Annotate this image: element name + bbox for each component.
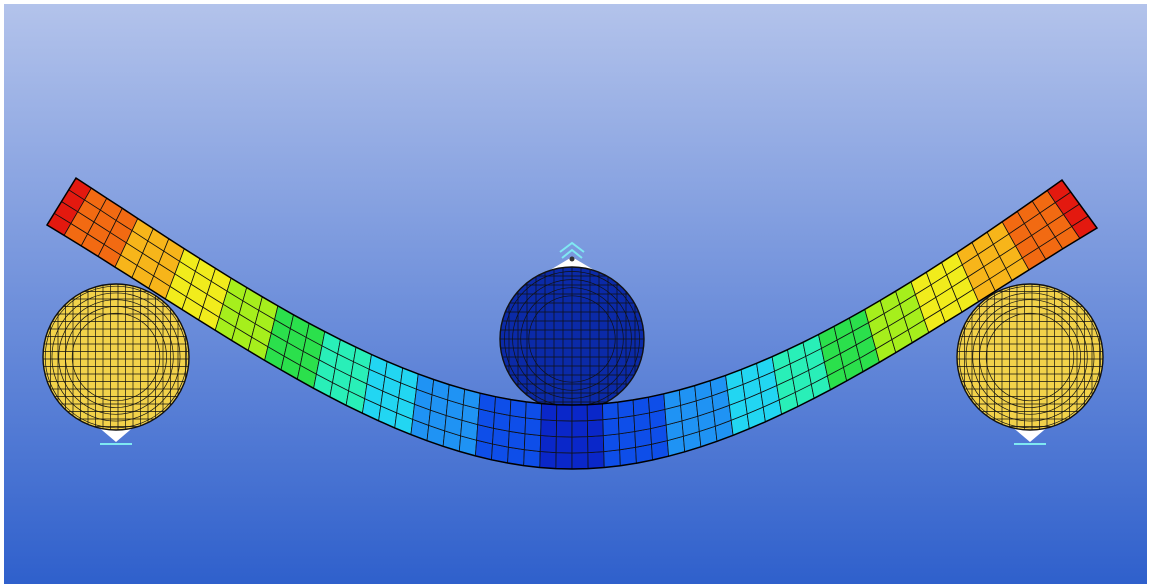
punch-arrow-icon-2 (561, 248, 583, 259)
mesh-ring (972, 299, 1088, 415)
beam-element (571, 404, 588, 422)
left-support-roller[interactable] (42, 283, 190, 431)
mesh-ring (965, 292, 1095, 422)
punch-arrow-icon (559, 241, 585, 253)
beam-element (523, 433, 542, 452)
beam-element (556, 404, 573, 422)
beam-element (540, 403, 558, 422)
beam-element (525, 401, 542, 421)
mesh-ring (58, 299, 174, 415)
beam-element (555, 452, 573, 470)
punch-load-marker (550, 257, 594, 270)
loading-punch[interactable] (499, 266, 645, 412)
mesh-ring (985, 312, 1075, 402)
beam-element (602, 433, 621, 453)
roller-body (957, 284, 1103, 430)
beam-element (539, 435, 557, 454)
beam-element (523, 449, 541, 468)
beam-element (571, 420, 589, 438)
beam-element (586, 403, 604, 422)
roller-body (43, 284, 189, 430)
beam-element (539, 451, 557, 470)
beam-element (618, 431, 637, 451)
roller-outline (956, 283, 1104, 431)
mesh-ring (979, 306, 1081, 408)
beam-element (602, 401, 619, 421)
mesh-ring (51, 292, 181, 422)
beam-element (555, 420, 573, 438)
mesh-ring (528, 295, 616, 383)
mesh-ring (65, 306, 167, 408)
beam-element (586, 419, 604, 438)
beam-element (571, 452, 589, 470)
right-support-roller[interactable] (956, 283, 1104, 431)
roller-outline (42, 283, 190, 431)
beam-element (602, 417, 620, 437)
mesh-ring (520, 287, 624, 391)
bent-specimen[interactable] (45, 176, 1099, 470)
beam-outline (45, 176, 1099, 470)
beam-element (508, 415, 527, 435)
beam-element (524, 417, 542, 436)
mesh-ring (71, 312, 161, 402)
beam-element (509, 399, 527, 419)
beam-element (540, 419, 558, 438)
beam-element (587, 435, 605, 454)
mesh-ring (44, 285, 188, 429)
punch-node (569, 256, 575, 262)
beam-element (587, 451, 605, 470)
beam-element (617, 399, 635, 419)
beam-element (617, 415, 636, 435)
mesh-ring (512, 279, 632, 399)
beam-element (507, 430, 526, 451)
beam-element (555, 436, 573, 454)
beam-element (633, 412, 651, 432)
mesh-ring (958, 285, 1102, 429)
beam-element (603, 449, 621, 468)
beam-element (571, 436, 589, 454)
